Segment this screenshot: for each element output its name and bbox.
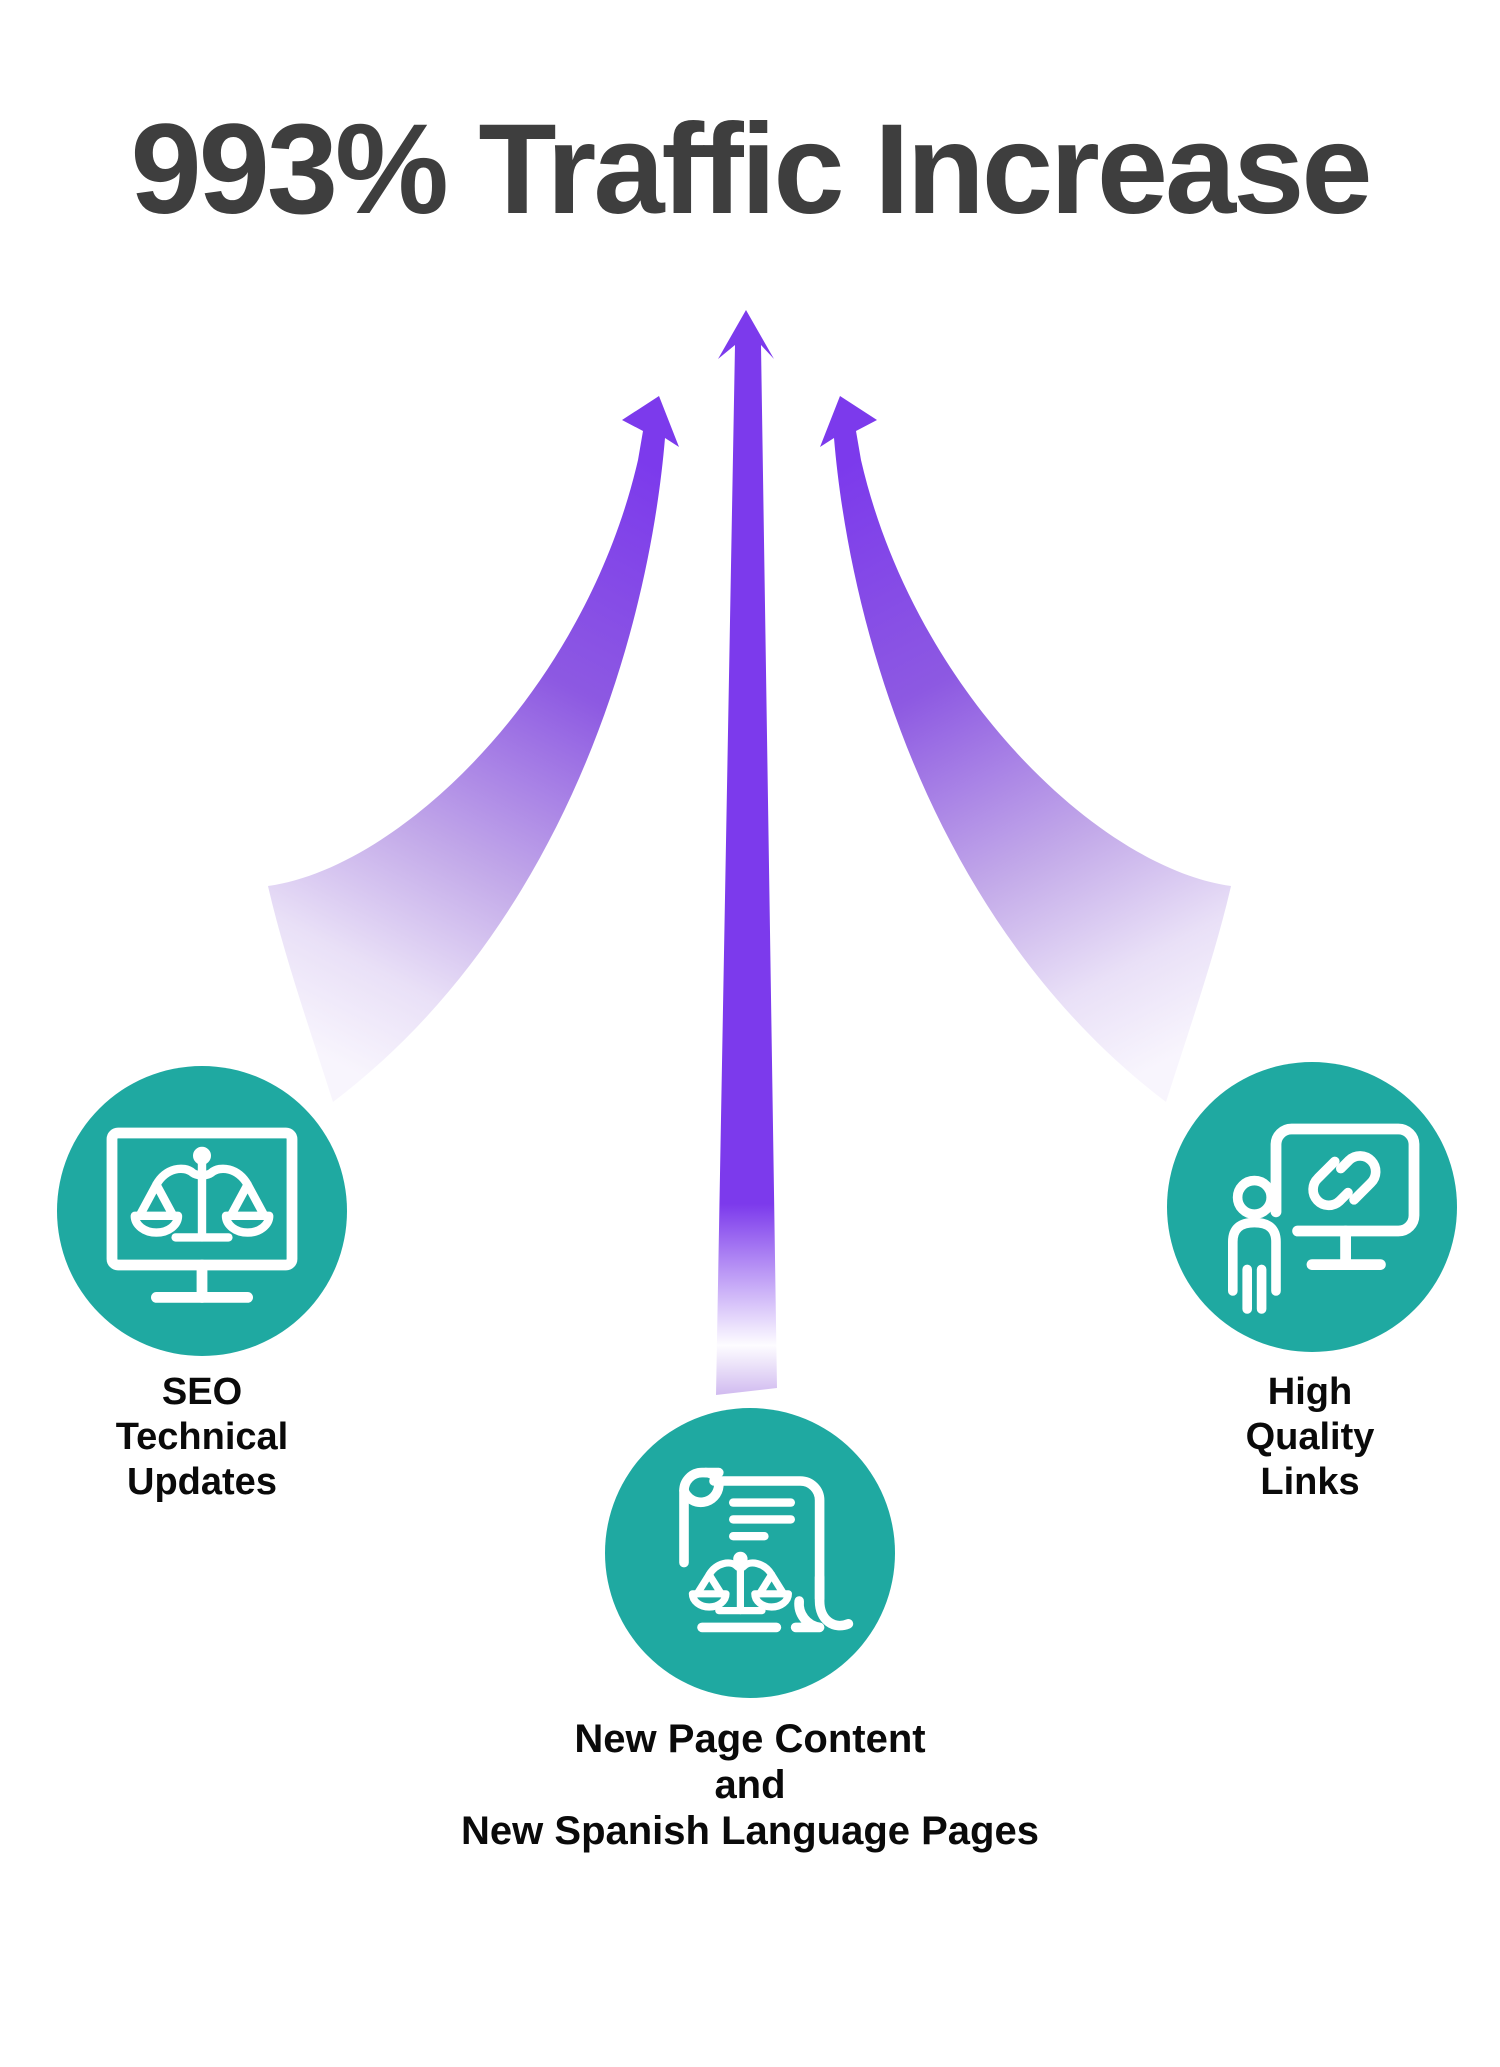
page-title: 993% Traffic Increase xyxy=(130,98,1372,241)
curved-arrow-right xyxy=(820,396,1231,1102)
label-line: High xyxy=(1267,1371,1353,1413)
label-line: Links xyxy=(1260,1460,1360,1503)
monitor-scales-icon xyxy=(106,1127,298,1303)
scroll-scales-icon xyxy=(679,1467,854,1633)
label-line: SEO xyxy=(161,1371,243,1413)
presenter-link-screen-icon xyxy=(1228,1123,1420,1314)
straight-arrow-center xyxy=(716,310,777,1395)
node-circle-high-quality-links xyxy=(1167,1062,1457,1352)
label-line: New Page Content xyxy=(574,1717,926,1761)
node-label-high-quality-links: High Quality Links xyxy=(1150,1370,1470,1504)
label-line: New Spanish Language Pages xyxy=(461,1809,1039,1853)
node-label-new-page-content: New Page Content and New Spanish Languag… xyxy=(330,1716,1170,1854)
label-line: Updates xyxy=(127,1460,277,1503)
label-line: Quality xyxy=(1245,1415,1375,1458)
node-circle-seo-technical-updates xyxy=(57,1066,347,1356)
curved-arrow-left xyxy=(268,396,679,1102)
label-line: Technical xyxy=(115,1415,289,1458)
node-circle-new-page-content xyxy=(605,1408,895,1698)
label-line: and xyxy=(714,1763,786,1807)
node-label-seo-technical-updates: SEO Technical Updates xyxy=(42,1370,362,1504)
